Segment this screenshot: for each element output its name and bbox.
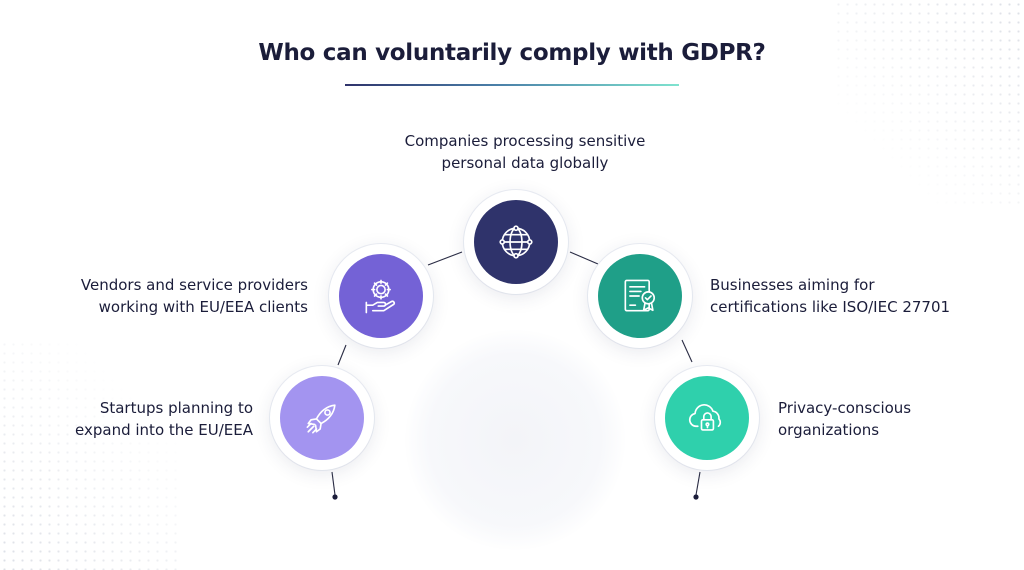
label-certifications-line1: Businesses aiming for — [710, 276, 875, 294]
connector-startups-vendors — [337, 344, 347, 366]
globe-icon — [499, 225, 533, 259]
node-privacy-disc — [665, 376, 749, 460]
connector-certifications-privacy — [681, 339, 693, 363]
label-startups-line2: expand into the EU/EEA — [75, 421, 253, 439]
label-vendors-line1: Vendors and service providers — [80, 276, 308, 294]
label-privacy-line1: Privacy-conscious — [778, 399, 912, 417]
label-certifications: Businesses aiming for certifications lik… — [710, 274, 980, 318]
label-global: Companies processing sensitive personal … — [380, 130, 670, 174]
label-privacy: Privacy-conscious organizations — [778, 397, 978, 441]
node-global-disc — [474, 200, 558, 284]
node-startups-disc — [280, 376, 364, 460]
connector-privacy-tail — [695, 471, 701, 496]
gear-hand-icon — [365, 279, 396, 314]
dot-pattern-bottom-left — [0, 340, 180, 570]
label-startups-line1: Startups planning to — [99, 399, 253, 417]
label-certifications-line2: certifications like ISO/IEC 27701 — [710, 298, 951, 316]
connector-end-dot-left — [332, 494, 338, 500]
node-startups — [270, 366, 374, 470]
cloud-lock-icon — [688, 404, 722, 431]
node-vendors — [329, 244, 433, 348]
label-startups: Startups planning to expand into the EU/… — [50, 397, 253, 441]
connector-global-certifications — [569, 251, 599, 265]
node-vendors-disc — [339, 254, 423, 338]
node-global — [464, 190, 568, 294]
node-certifications — [588, 244, 692, 348]
node-privacy — [655, 366, 759, 470]
label-vendors-line2: working with EU/EEA clients — [98, 298, 308, 316]
label-global-line1: Companies processing sensitive — [404, 132, 646, 150]
connector-vendors-global — [427, 251, 463, 266]
certificate-icon — [624, 279, 656, 312]
label-privacy-line2: organizations — [778, 421, 880, 439]
label-vendors: Vendors and service providers working wi… — [40, 274, 308, 318]
connector-end-dot-right — [693, 494, 699, 500]
rocket-icon — [306, 404, 336, 434]
connector-startups-tail — [331, 471, 336, 496]
dot-pattern-top-right — [834, 0, 1024, 210]
label-global-line2: personal data globally — [441, 154, 609, 172]
title-underline — [345, 84, 679, 86]
page-title: Who can voluntarily comply with GDPR? — [258, 40, 766, 66]
center-glow — [405, 330, 625, 550]
node-certifications-disc — [598, 254, 682, 338]
